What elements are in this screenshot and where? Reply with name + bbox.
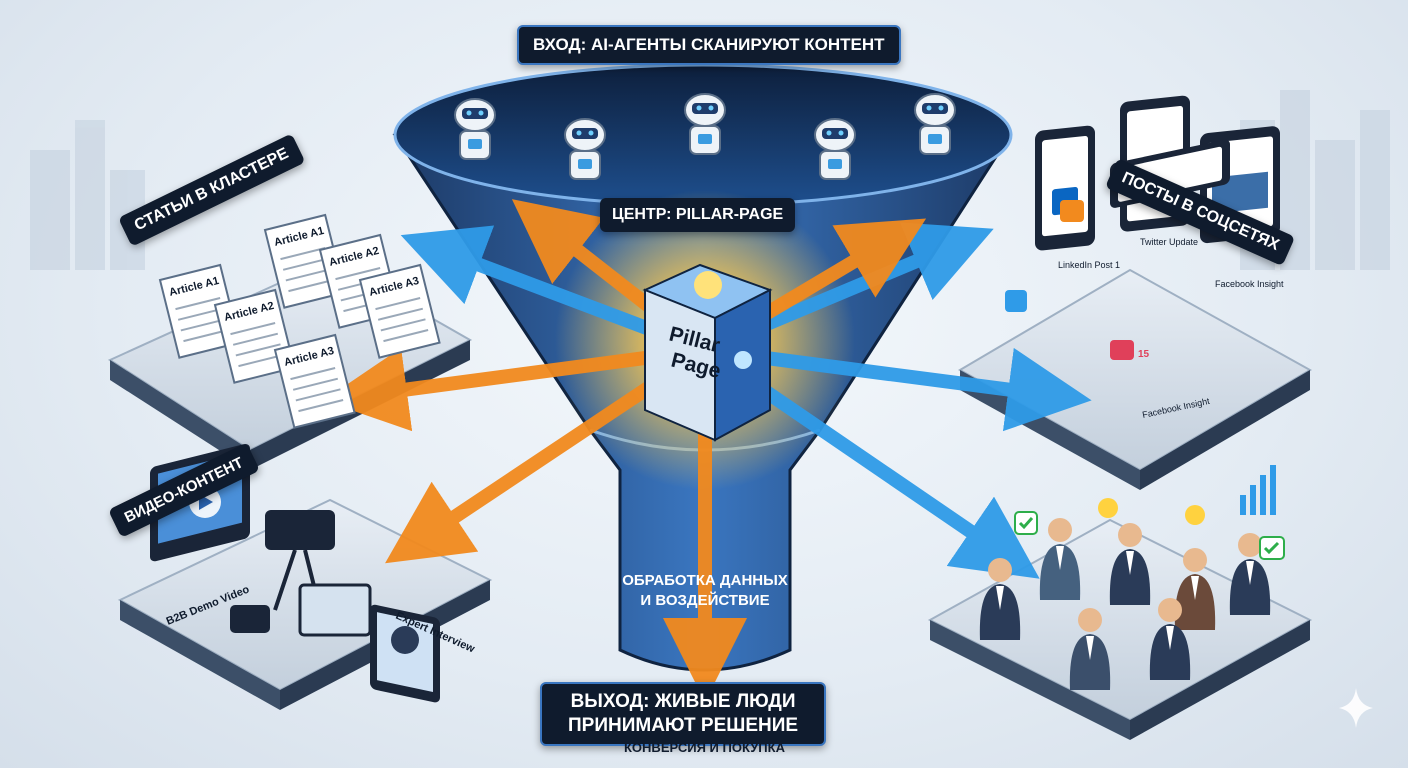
facebook-insight: Facebook Insight — [1215, 279, 1284, 289]
output-line1: ВЫХОД: ЖИВЫЕ ЛЮДИ — [570, 691, 796, 712]
person-figure — [979, 558, 1021, 640]
pillar-page-cube — [642, 263, 773, 442]
processing-line1: ОБРАБОТКА ДАННЫХ — [622, 572, 788, 589]
output-label: ВЫХОД: ЖИВЫЕ ЛЮДИ ПРИНИМАЮТ РЕШЕНИЕ — [540, 682, 827, 746]
output-subtitle: КОНВЕРСИЯ И ПОКУПКА — [624, 740, 785, 755]
article-document: Article A1 — [263, 213, 346, 309]
person-figure — [1039, 518, 1081, 600]
robot-icon — [454, 98, 496, 160]
article-document: Article A2 — [213, 288, 296, 384]
robot-icon — [684, 93, 726, 155]
twitter-update: Twitter Update — [1140, 237, 1198, 247]
person-figure — [1174, 548, 1216, 630]
person-figure — [1229, 533, 1271, 615]
people-group — [979, 518, 1271, 690]
people-accents — [1014, 465, 1285, 560]
processing-line2: И ВОЗДЕЙСТВИЕ — [640, 591, 769, 609]
person-figure — [1109, 523, 1151, 605]
robot-icon — [814, 118, 856, 180]
robot-icon — [564, 118, 606, 180]
ai-agent-robots — [454, 93, 956, 180]
robot-icon — [914, 93, 956, 155]
sparkle-icon — [1339, 688, 1373, 728]
center-label: ЦЕНТР: PILLAR-PAGE — [600, 198, 796, 232]
input-label: ВХОД: AI-АГЕНТЫ СКАНИРУЮТ КОНТЕНТ — [517, 25, 901, 65]
person-figure — [1149, 598, 1191, 680]
article-document: Article A3 — [358, 263, 441, 359]
person-figure — [1069, 608, 1111, 690]
like-count: 15 — [1138, 349, 1150, 360]
article-document: Article A3 — [273, 333, 356, 429]
output-line2: ПРИНИМАЮТ РЕШЕНИЕ — [568, 715, 799, 736]
linkedin-post: LinkedIn Post 1 — [1058, 260, 1120, 270]
